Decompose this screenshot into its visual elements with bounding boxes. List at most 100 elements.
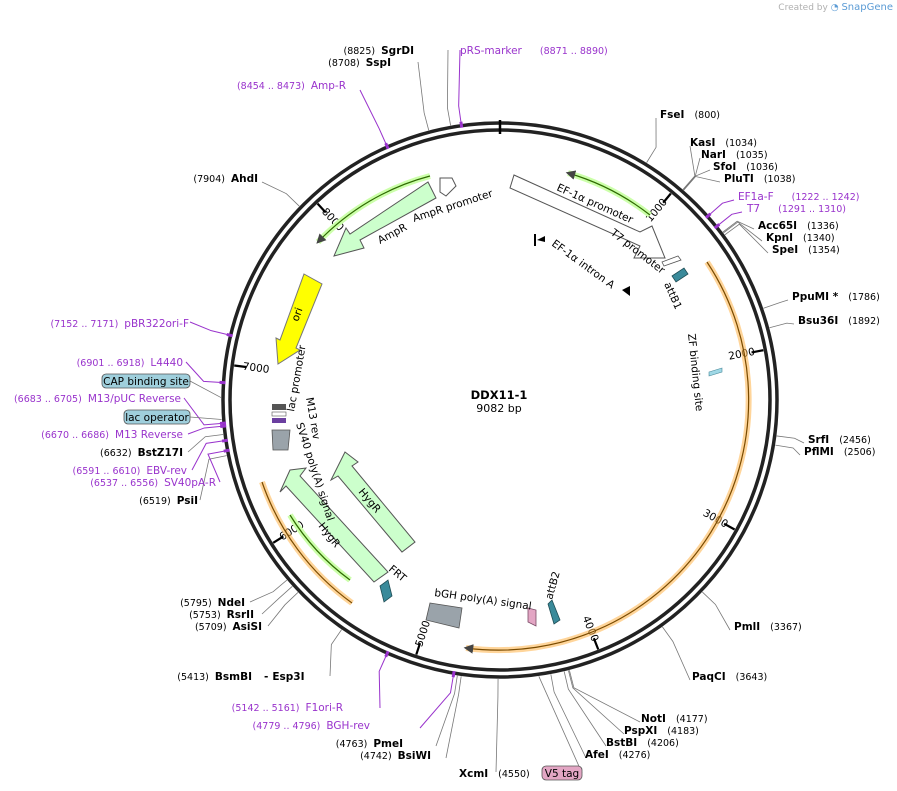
site-enzyme-10: EF1a-F [738,191,774,203]
site-leader-24 [550,674,587,759]
site-label-21: NotI(4177) [641,713,708,725]
site-enzyme-7: NarI [701,149,726,161]
site-enzyme-4: AhdI [231,173,258,185]
site-enzyme-8: SfoI [713,161,736,173]
site-enzyme-24: AfeI [585,749,609,761]
site-pos-14: (1354) [808,245,840,256]
site-leader-12 [722,220,755,233]
primer-mark-28 [451,670,456,678]
site-leader-9 [683,176,721,191]
site-label-6: KasI(1034) [690,137,757,149]
attb2-feature [547,599,561,625]
site-label-27: (4763)PmeI [336,738,403,750]
site-label-8: SfoI(1036) [713,161,778,173]
site-leader-6 [682,145,696,190]
credit-brand: SnapGene [841,2,893,13]
site-label-18: PflMI(2506) [804,446,875,458]
site-pos-34: (6519) [139,496,171,507]
site-pos-20: (3643) [736,672,768,683]
site-enzyme-33: NdeI [218,597,245,609]
site-leader-2 [458,49,462,124]
site-pos-3: (8454 .. 8473) [237,81,305,92]
site-pos-1: (8708) [328,58,360,69]
site-enzyme-14: SpeI [772,244,798,256]
site-enzyme-6: KasI [690,137,715,149]
tick-mark-7 [316,202,327,214]
site-label-15: PpuMI *(1786) [792,291,880,303]
site-label-19: PmlI(3367) [734,621,802,633]
site-leader-20 [662,626,691,681]
snapgene-credit: Created by ◔ SnapGene [778,2,893,13]
label-frt: FRT [386,563,409,585]
site-pos-39: (6683 .. 6705) [14,394,82,405]
site-leader-26 [445,676,462,759]
site-leader-30 [329,629,342,677]
site-leader-25 [495,678,499,773]
tick-mark-5 [272,535,284,544]
site-label-33: (5795)NdeI [180,597,245,609]
label-ori: ori [290,306,306,323]
site-enzyme-9: PluTI [724,173,754,185]
cap-binding-site-box [101,373,191,389]
tick-mark-6 [234,364,247,369]
site-pos-15: (1786) [848,292,880,303]
site-enzyme-34: PsiI [177,495,198,507]
credit-prefix: Created by [778,3,828,13]
site-enzyme-36: EBV-rev [146,465,187,477]
site-label-24: AfeI(4276) [585,749,650,761]
site-leader-7 [683,157,701,191]
site-leader-0 [447,49,451,126]
esp3i-label: -Esp3I [264,671,305,683]
sv40-polya-feature [271,429,291,451]
primer-mark-36 [221,438,229,443]
orf-arc-1-line [463,261,750,654]
box-leader-0 [189,380,222,398]
v5-tag-label: V5 tag [545,768,579,780]
tick-mark-2 [723,522,736,531]
site-pos-31: (5709) [195,622,227,633]
tick-label-4: 5000 [413,619,433,648]
site-enzyme-26: BsiWI [398,750,431,762]
site-label-37: (6632)BstZ17I [100,447,183,459]
lac-promoter-feature [272,404,286,410]
site-label-32: (5753)RsrII [189,609,254,621]
intron-end-marker [622,286,630,296]
site-pos-4: (7904) [193,174,225,185]
site-leader-5 [646,117,657,163]
v5-tag-box [541,765,583,781]
site-pos-27: (4763) [336,739,368,750]
site-label-35: (6537 .. 6556)SV40pA-R [90,477,216,489]
lac-operator-feature [272,418,286,423]
site-pos-21: (4177) [676,714,708,725]
t7-promoter-arrow [661,255,682,267]
site-label-41: (7152 .. 7171)pBR322ori-F [50,318,189,330]
site-label-20: PaqCI (3643) [692,671,767,683]
primer-mark-41 [226,332,233,338]
site-pos-36: (6591 .. 6610) [73,466,141,477]
primer-mark-35 [223,448,230,453]
label-attb2: attB2 [543,570,562,601]
site-label-17: SrfI(2456) [808,434,871,446]
ef1a-promoter-arrow [509,174,666,259]
site-pos-22: (4183) [667,726,699,737]
primer-mark-38 [220,424,227,428]
primer-mark-2 [459,121,464,128]
site-label-40: (6901 .. 6918)L4440 [77,357,183,369]
site-label-1: (8708) SspI [328,57,391,69]
site-enzyme-20: PaqCI [692,671,726,683]
site-pos-13: (1340) [803,233,835,244]
lac-operator-label: lac operator [125,412,189,424]
plasmid-size: 9082 bp [476,402,521,415]
site-leader-28 [419,675,454,729]
orf-arc-2-line [261,481,353,604]
site-leader-38 [187,425,223,435]
site-enzyme-1: SspI [366,57,391,69]
site-label-23: BstBI(4206) [606,737,679,749]
box-leader-1 [189,416,222,420]
ori-feature [275,273,323,365]
site-leader-11 [717,211,743,226]
site-leader-23 [563,671,607,747]
site-leader-14 [724,223,769,254]
